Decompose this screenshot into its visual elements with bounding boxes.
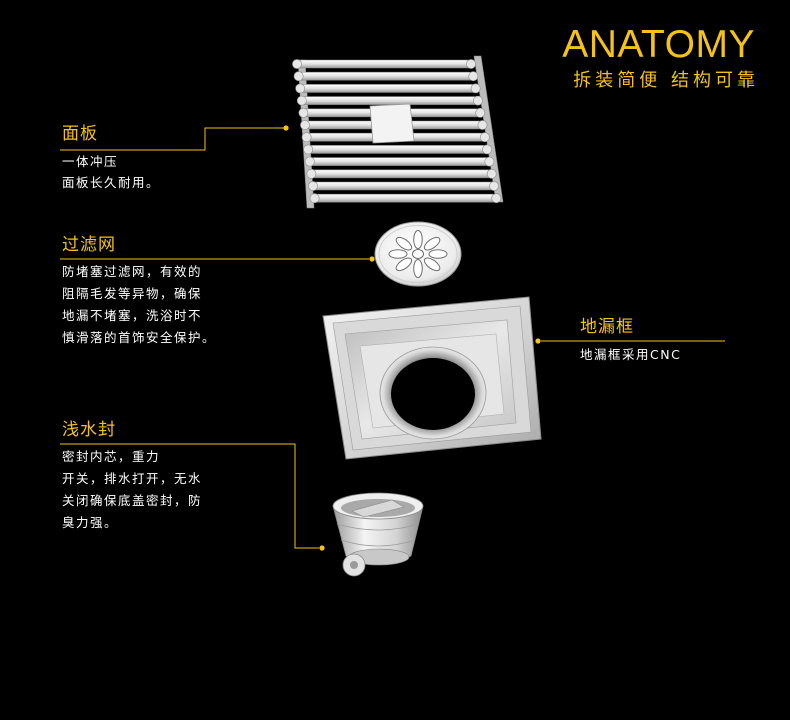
grate-bar-end-knob [306, 168, 317, 179]
grate-bar-end-knob [309, 193, 320, 204]
grate-bar-end-knob [477, 120, 488, 130]
grate-bar [311, 181, 496, 191]
filter-petals [388, 230, 448, 278]
grate-bar-end-knob [301, 132, 312, 143]
grate-bar-end-knob [293, 71, 304, 82]
filter-description-line: 地漏不堵塞，洗浴时不 [62, 308, 203, 323]
filter-petal-hole [423, 236, 441, 251]
filter-leader-dot [369, 256, 375, 262]
filter-center-hole [412, 249, 424, 259]
cup-band-upper [336, 523, 420, 531]
grate-bar [308, 157, 491, 166]
panel-description: 一体冲压 面板长久耐用。 [62, 151, 160, 193]
seal-leader-line [60, 443, 319, 549]
grate-bar-end-knob [303, 144, 314, 155]
panel-leader-dot [283, 125, 289, 131]
cup-inner-flap [351, 499, 405, 518]
frame-drain-hole [391, 358, 475, 430]
seal-description-line: 密封内芯，重力 [62, 449, 161, 464]
filter-disc-rim [378, 225, 458, 283]
grate-bar [298, 84, 477, 93]
seal-leader-dot [319, 545, 325, 551]
grate-bar [306, 145, 489, 154]
filter-petal-hole [395, 257, 413, 272]
grate-bars [292, 59, 502, 204]
grate-bar-end-knob [292, 59, 302, 69]
panel-leader-line [60, 127, 284, 151]
grate-bar [297, 71, 475, 81]
seal-description: 密封内芯，重力 开关，排水打开，无水 关闭确保底盖密封，防 臭力强。 [62, 446, 202, 534]
grate-bar [310, 169, 493, 179]
grate-bar [313, 193, 498, 203]
grate-bar-end-knob [479, 132, 490, 143]
filter-petal-hole [413, 259, 423, 278]
grate-panel-image [292, 55, 504, 209]
seal-label: 浅水封 [62, 420, 116, 440]
grate-bar [300, 96, 480, 105]
grate-bar-end-knob [308, 181, 318, 191]
grate-bar-end-knob [482, 144, 492, 155]
frame-description: 地漏框采用CNC [580, 344, 681, 366]
panel-description-line: 面板长久耐用。 [62, 175, 161, 190]
grate-bar-end-knob [466, 59, 476, 69]
frame-leader-dot [535, 338, 541, 344]
grate-bar-end-knob [489, 181, 499, 191]
grate-bar-end-knob [491, 193, 502, 204]
seal-description-line: 臭力强。 [62, 515, 119, 530]
seal-description-line: 开关，排水打开，无水 [62, 471, 203, 486]
grate-bar-end-knob [472, 95, 483, 106]
filter-label: 过滤网 [62, 235, 116, 255]
panel-description-line: 一体冲压 [62, 154, 119, 169]
grate-bar [295, 59, 473, 69]
cup-band-lower [340, 539, 416, 547]
frame-description-line: 地漏框采用CNC [580, 347, 682, 362]
filter-description-line: 阻隔毛发等异物，确保 [62, 286, 203, 301]
grate-bar-end-knob [300, 120, 310, 130]
grate-bar-end-knob [484, 156, 495, 167]
filter-description: 防堵塞过滤网，有效的 阻隔毛发等异物，确保 地漏不堵塞，洗浴时不 慎滑落的首饰安… [62, 261, 216, 349]
grate-bar-end-knob [295, 83, 306, 94]
leader-lines [60, 125, 725, 551]
cup-valve-center [350, 561, 358, 569]
filter-petal-hole [395, 236, 413, 251]
grate-bar-end-knob [296, 95, 307, 106]
grate-bar-end-knob [298, 107, 309, 118]
grate-bar-end-knob [470, 83, 481, 94]
drain-frame-image [322, 296, 542, 460]
filter-petal-hole [413, 230, 423, 249]
seal-description-line: 关闭确保底盖密封，防 [62, 493, 203, 508]
grate-bar-end-knob [468, 71, 479, 82]
filter-disc-image [374, 221, 462, 287]
filter-petal-hole [423, 257, 441, 272]
grate-bar-end-knob [304, 156, 315, 167]
filter-petal-hole [388, 249, 408, 259]
page-subtitle: 拆装简便 结构可靠 [573, 70, 759, 91]
grate-bar-end-knob [475, 107, 486, 118]
grate-center-plate [369, 103, 415, 144]
frame-label: 地漏框 [580, 317, 634, 337]
page-title: ANATOMY [562, 23, 755, 66]
filter-description-line: 防堵塞过滤网，有效的 [62, 264, 203, 279]
filter-description-line: 慎滑落的首饰安全保护。 [62, 330, 217, 345]
filter-petal-hole [428, 249, 448, 259]
panel-label: 面板 [62, 124, 98, 144]
grate-bar-end-knob [486, 168, 497, 179]
water-seal-cup-image [332, 492, 424, 577]
